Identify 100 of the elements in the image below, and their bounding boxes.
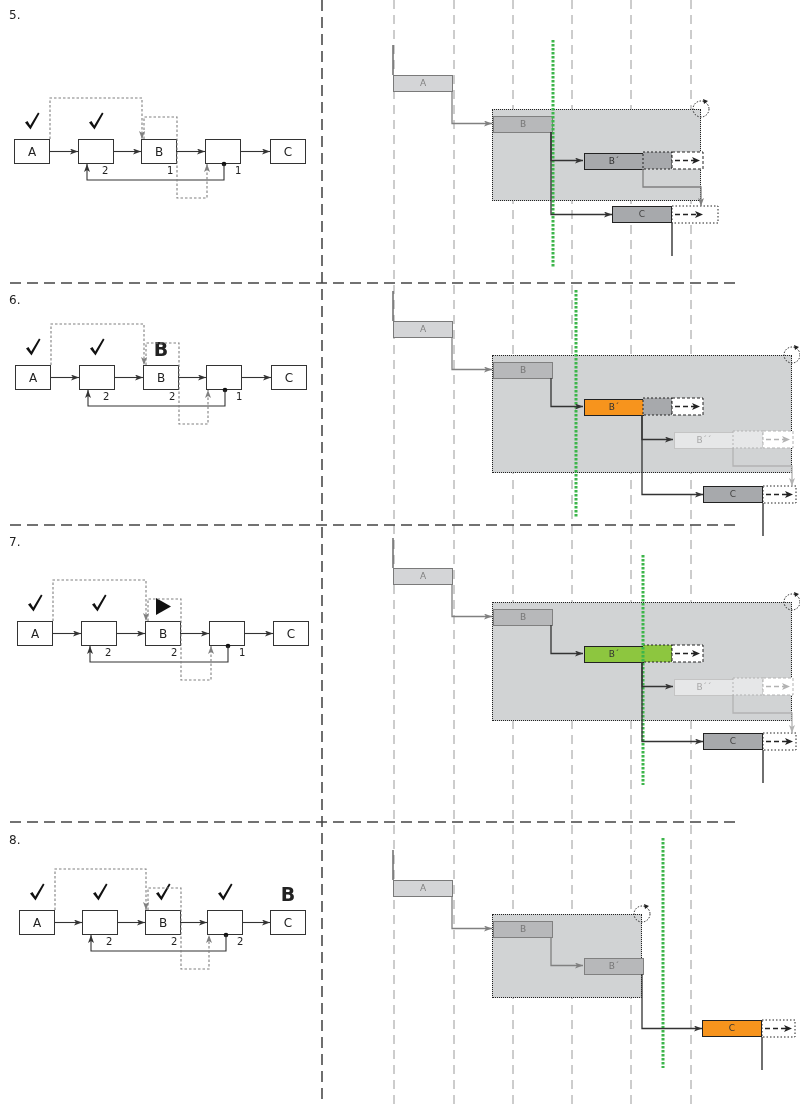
status-letter: B (152, 340, 170, 359)
process-box: A (15, 365, 51, 390)
arrow (240, 148, 271, 155)
arrow (176, 148, 206, 155)
port-number: 2 (237, 937, 244, 947)
process-box: A (17, 621, 53, 646)
panel-number: 8. (9, 834, 21, 846)
port-number: 1 (236, 392, 243, 402)
arrow (180, 919, 208, 926)
arrow (114, 374, 144, 381)
arrow (145, 342, 211, 425)
process-box: C (271, 365, 307, 390)
arrow (451, 896, 493, 932)
arrow (143, 116, 210, 199)
process-box: B (143, 365, 179, 390)
task-bar: C (612, 206, 672, 223)
port-number: 2 (106, 937, 113, 947)
arrow (180, 630, 210, 637)
task-bar: A (393, 880, 453, 897)
arrow (54, 868, 149, 911)
panel-number: 6. (9, 294, 21, 306)
arrow (50, 323, 147, 366)
port-number: 1 (235, 166, 242, 176)
task-bar: B´ (584, 153, 644, 170)
arrow (451, 91, 493, 127)
arrow (52, 579, 149, 622)
arrow (50, 374, 80, 381)
arrow (641, 414, 704, 498)
task-bar: B (493, 362, 553, 379)
port-number: 1 (167, 166, 174, 176)
process-box: C (273, 621, 309, 646)
arrow (732, 694, 795, 734)
arrow (641, 661, 704, 745)
arrow (85, 389, 226, 407)
port-number: 2 (103, 392, 110, 402)
port-number: 2 (171, 648, 178, 658)
task-bar: B (493, 921, 553, 938)
arrow (451, 337, 493, 373)
process-box (209, 621, 245, 646)
arrow (241, 374, 272, 381)
status-letter: B (279, 885, 297, 904)
arrow (550, 377, 584, 410)
arrow (88, 934, 227, 952)
process-box (79, 365, 115, 390)
process-box (207, 910, 243, 935)
process-box: C (270, 910, 306, 935)
arrow (550, 624, 584, 657)
group-frame (492, 914, 642, 998)
task-bar: C (703, 733, 763, 750)
task-bar: C (702, 1020, 762, 1037)
arrow (116, 630, 146, 637)
task-bar: B (493, 609, 553, 626)
process-box: C (270, 139, 306, 164)
arrow (52, 630, 82, 637)
arrow (147, 887, 212, 970)
port-number: 2 (169, 392, 176, 402)
arrow (49, 148, 79, 155)
arrow (178, 374, 207, 381)
port-number: 1 (239, 648, 246, 658)
panel-number: 7. (9, 536, 21, 548)
arrow (244, 630, 274, 637)
process-box (205, 139, 241, 164)
arrow (451, 584, 493, 620)
task-bar: B´´ (674, 679, 734, 696)
task-bar: B´ (584, 399, 644, 416)
task-bar: B´´ (674, 432, 734, 449)
process-box (82, 910, 118, 935)
task-bar: A (393, 321, 453, 338)
task-bar: C (703, 486, 763, 503)
process-box (78, 139, 114, 164)
group-frame (492, 109, 701, 201)
process-box (206, 365, 242, 390)
process-box: A (19, 910, 55, 935)
arrow (87, 645, 229, 663)
arrow (84, 163, 225, 181)
port-number: 2 (171, 937, 178, 947)
arrow (49, 97, 145, 140)
task-bar: B´ (584, 958, 644, 975)
panel-number: 5. (9, 9, 21, 21)
arrow (54, 919, 83, 926)
port-number: 2 (102, 166, 109, 176)
port-number: 2 (105, 648, 112, 658)
task-bar: B (493, 116, 553, 133)
group-frame (492, 355, 792, 473)
arrow (641, 973, 703, 1032)
arrow (732, 447, 795, 487)
group-frame (492, 602, 792, 721)
task-bar: A (393, 568, 453, 585)
process-box: B (141, 139, 177, 164)
arrow (242, 919, 271, 926)
process-box: A (14, 139, 50, 164)
arrow (550, 131, 613, 218)
arrow (147, 598, 214, 681)
process-box: B (145, 910, 181, 935)
process-box (81, 621, 117, 646)
task-bar: A (393, 75, 453, 92)
arrow (550, 936, 584, 969)
arrow (117, 919, 146, 926)
task-bar: B´ (584, 646, 644, 663)
arrow (642, 168, 704, 207)
